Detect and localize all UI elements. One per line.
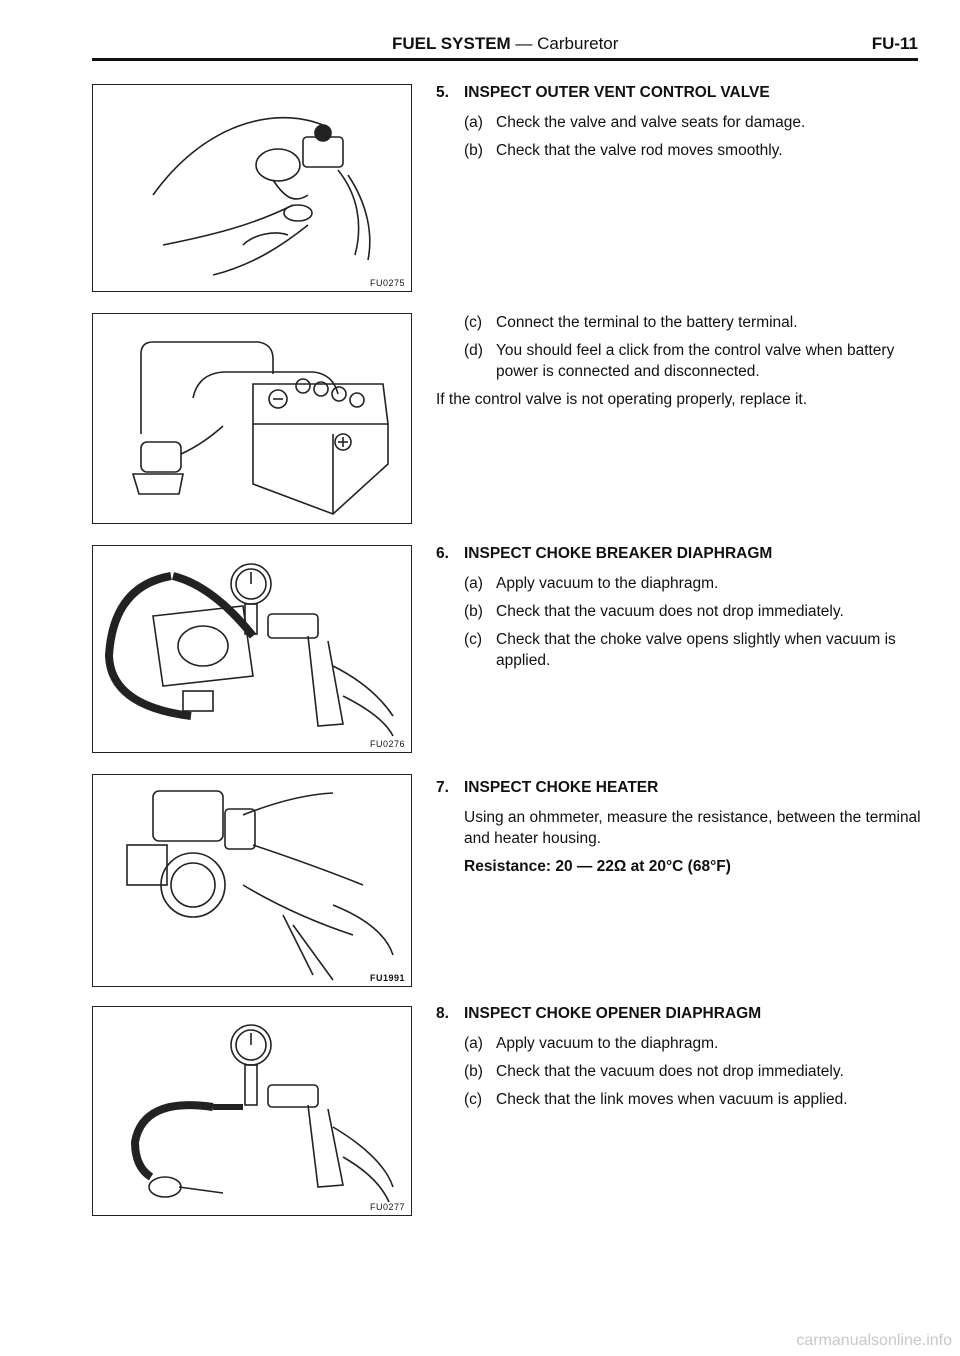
section-title: INSPECT OUTER VENT CONTROL VALVE xyxy=(464,84,770,101)
figure-choke-heater: FU1991 xyxy=(92,774,412,987)
section-number: 6. xyxy=(436,545,449,562)
section-number: 5. xyxy=(436,84,449,101)
section-5: 5. INSPECT OUTER VENT CONTROL VALVE (a)C… xyxy=(436,82,921,168)
vacuum-pump-illustration xyxy=(104,563,394,737)
section-number: 7. xyxy=(436,779,449,796)
figure-outer-vent-valve: FU0275 xyxy=(92,84,412,292)
section-title: INSPECT CHOKE OPENER DIAPHRAGM xyxy=(464,1005,762,1022)
figure-battery-connection xyxy=(92,313,412,524)
step-item: (c)Check that the link moves when vacuum… xyxy=(464,1091,848,1108)
header-rule xyxy=(92,58,918,61)
step-item: (a)Apply vacuum to the diaphragm. xyxy=(464,1035,719,1052)
step-item: (b)Check that the valve rod moves smooth… xyxy=(464,142,783,159)
section-body: Using an ohmmeter, measure the resistanc… xyxy=(464,809,921,847)
step-item: (a)Check the valve and valve seats for d… xyxy=(464,114,806,131)
page-number: FU-11 xyxy=(871,34,918,53)
watermark: carmanualsonline.info xyxy=(796,1332,952,1349)
hand-valve-illustration xyxy=(152,116,371,276)
section-7: 7. INSPECT CHOKE HEATER Using an ohmmete… xyxy=(436,777,921,884)
page-header: FUEL SYSTEM — Carburetor FU-11 xyxy=(92,34,918,64)
section-heading: 8. INSPECT CHOKE OPENER DIAPHRAGM xyxy=(436,1003,921,1024)
figure-code: FU0277 xyxy=(369,1202,405,1212)
figure-code: FU1991 xyxy=(369,973,405,983)
battery-valve-illustration xyxy=(131,341,389,515)
step-item: (b)Check that the vacuum does not drop i… xyxy=(464,1063,844,1080)
section-title: INSPECT CHOKE BREAKER DIAPHRAGM xyxy=(464,545,773,562)
figure-code: FU0275 xyxy=(369,278,405,288)
section-heading: 6. INSPECT CHOKE BREAKER DIAPHRAGM xyxy=(436,543,921,564)
figure-choke-opener: FU0277 xyxy=(92,1006,412,1216)
figure-code: FU0276 xyxy=(369,739,405,749)
section-heading: 7. INSPECT CHOKE HEATER xyxy=(436,777,921,798)
section-title: INSPECT CHOKE HEATER xyxy=(464,779,659,796)
section-number: 8. xyxy=(436,1005,449,1022)
section-heading: 5. INSPECT OUTER VENT CONTROL VALVE xyxy=(436,82,921,103)
step-item: (b)Check that the vacuum does not drop i… xyxy=(464,603,844,620)
resistance-spec: Resistance: 20 — 22Ω at 20°C (68°F) xyxy=(464,858,731,875)
step-item: (c)Check that the choke valve opens slig… xyxy=(464,631,896,669)
figure-choke-breaker: FU0276 xyxy=(92,545,412,753)
section-6: 6. INSPECT CHOKE BREAKER DIAPHRAGM (a)Ap… xyxy=(436,543,921,678)
step-item: (a)Apply vacuum to the diaphragm. xyxy=(464,575,719,592)
section-note: If the control valve is not operating pr… xyxy=(436,391,808,408)
ohmmeter-illustration xyxy=(126,790,394,981)
section-8: 8. INSPECT CHOKE OPENER DIAPHRAGM (a)App… xyxy=(436,1003,921,1117)
page-title: FUEL SYSTEM — Carburetor xyxy=(392,34,619,53)
step-item: (c)Connect the terminal to the battery t… xyxy=(464,314,798,331)
step-item: (d)You should feel a click from the cont… xyxy=(464,342,895,380)
section-5-continued: (c)Connect the terminal to the battery t… xyxy=(436,312,921,417)
vacuum-pump-opener-illustration xyxy=(130,1024,394,1203)
